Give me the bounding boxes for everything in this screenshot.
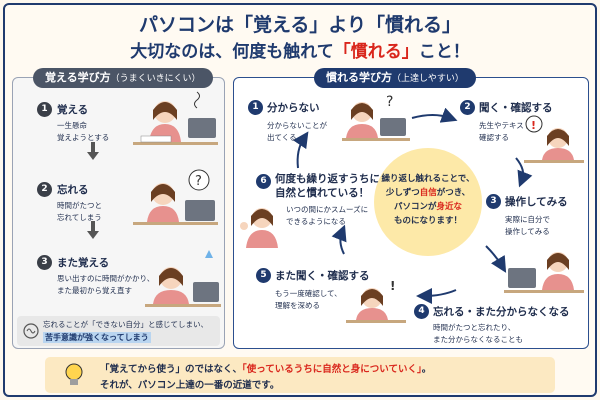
step-title: 忘れる・また分からなくなる <box>433 306 570 318</box>
step-title: 忘れる <box>57 184 89 196</box>
reconfirming-person-illustration: ! <box>346 279 406 323</box>
step-title: 何度も繰り返すうちに自然と慣れている！ <box>275 173 380 199</box>
step-number-badge: 6 <box>256 174 271 189</box>
step-desc: 時間がたつと忘れたり、また分からなくなることも <box>433 323 523 344</box>
step-number-badge: 1 <box>37 102 52 117</box>
page-subtitle: 大切なのは、何度も触れて「慣れる」こと！ <box>130 42 470 62</box>
get-used-panel: 慣れる学び方（上達しやすい） 1 分からない 分からないことが出てくる ? 2 … <box>233 68 589 349</box>
down-arrow-icon <box>87 221 99 239</box>
step-number-badge: 3 <box>37 255 52 270</box>
lightbulb-icon <box>65 363 83 385</box>
confused-person-illustration: ? <box>342 94 410 141</box>
step-title: また聞く・確認する <box>275 270 370 282</box>
studying-person-illustration <box>133 91 218 145</box>
confident-person-illustration <box>240 208 278 248</box>
step-desc: いつの間にかスムーズにできるようになる <box>286 205 369 226</box>
forgetting-person-illustration: ? <box>133 169 218 225</box>
step-title: 聞く・確認する <box>479 102 553 114</box>
warning-note: 忘れることが「できない自分」と感じてしまい、 苦手意識が強くなってしまう <box>17 316 220 346</box>
svg-text:?: ? <box>386 94 393 110</box>
down-arrow-icon <box>87 142 99 160</box>
step-desc: 先生やテキストで確認する <box>479 121 539 142</box>
step-title: また覚える <box>57 257 110 269</box>
step-title: 分からない <box>267 102 320 114</box>
step-number-badge: 4 <box>414 304 429 319</box>
center-message: 繰り返し触れることで、 少しずつ自信がつき、 パソコンが身近な ものになります！ <box>374 148 482 256</box>
step-desc: 分からないことが出てくる <box>267 121 327 142</box>
step-desc: 思い出すのに時間がかかり、また最初から覚え直す <box>57 274 155 295</box>
operating-person-illustration <box>504 252 584 293</box>
asking-person-illustration: ! <box>524 115 584 163</box>
step-desc: 時間がたつと忘れてしまう <box>57 201 102 222</box>
page-title: パソコンは「覚える」より「慣れる」 <box>138 14 462 36</box>
step-number-badge: 1 <box>248 100 263 115</box>
step-desc: もう一度確認して、理解を深める <box>275 289 342 310</box>
summary-banner: 「覚えてから使う」のではなく、「使っているうちに自然と身についていく」。 それが… <box>45 357 555 393</box>
memorize-panel-heading: 覚える学び方（うまくいきにくい） <box>33 68 213 88</box>
step-number-badge: 2 <box>37 182 52 197</box>
step-title: 覚える <box>57 104 89 116</box>
svg-text:!: ! <box>531 119 536 132</box>
step-number-badge: 2 <box>460 100 475 115</box>
step-desc: 実際に自分で操作してみる <box>505 215 550 236</box>
step-title: 操作してみる <box>505 196 568 208</box>
tangled-thought-icon <box>23 323 39 339</box>
summary-line-2: それが、パソコン上達の一番の近道です。 <box>100 380 280 391</box>
svg-text:?: ? <box>195 174 202 189</box>
step-number-badge: 5 <box>256 268 271 283</box>
memorize-panel: 覚える学び方（うまくいきにくい） 1 覚える 一生懸命覚えようとする 2 忘れる… <box>12 68 225 349</box>
get-used-panel-heading: 慣れる学び方（上達しやすい） <box>314 68 476 88</box>
step-desc: 一生懸命覚えようとする <box>57 121 110 142</box>
discouraged-person-illustration <box>145 250 221 307</box>
summary-line-1: 「覚えてから使う」のではなく、「使っているうちに自然と身についていく」。 <box>100 364 432 375</box>
svg-text:!: ! <box>390 279 395 293</box>
step-number-badge: 3 <box>486 194 501 209</box>
